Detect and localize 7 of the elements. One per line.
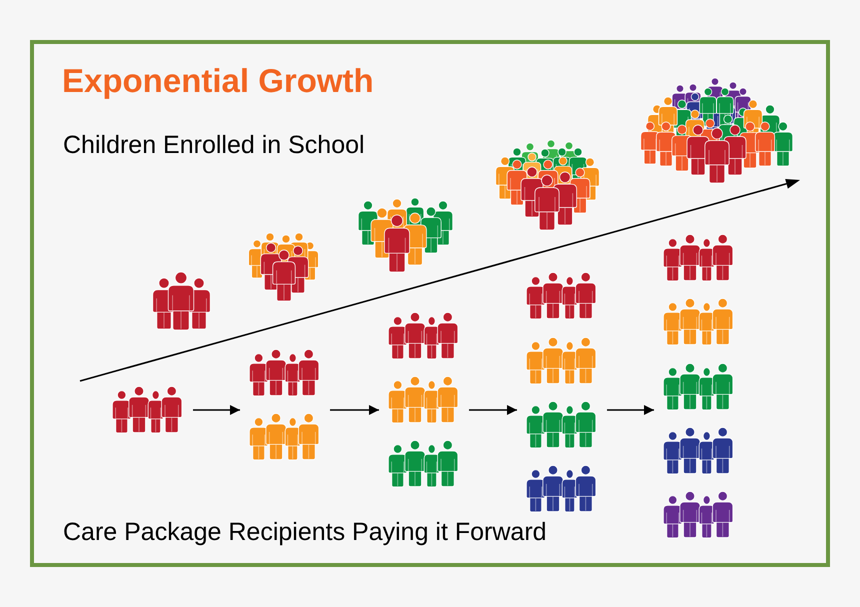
arrow xyxy=(193,405,240,415)
row-label: Care Package Recipients Paying it Forward xyxy=(63,520,547,545)
arrow xyxy=(607,405,654,415)
title: Exponential Growth xyxy=(62,64,374,97)
row-label: Children Enrolled in School xyxy=(63,133,365,158)
arrow xyxy=(330,405,379,415)
arrow xyxy=(469,405,517,415)
